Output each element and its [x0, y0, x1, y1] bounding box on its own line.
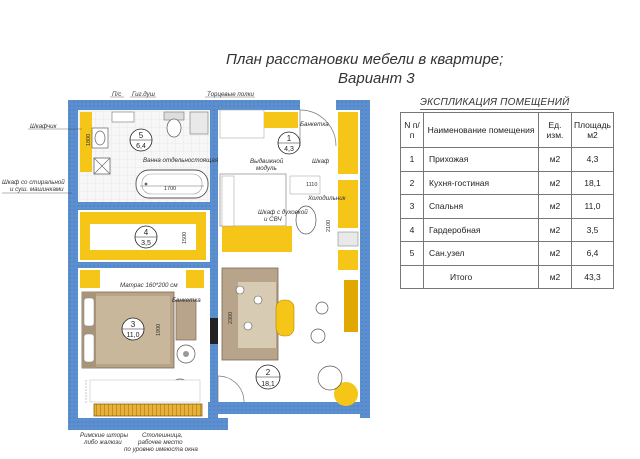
label-kholodilnik: Холодильник	[307, 195, 347, 202]
row-num: 4	[400, 217, 424, 242]
wardrobe-furniture	[80, 212, 206, 260]
bathroom-fixtures	[80, 111, 209, 199]
row-num: 3	[400, 194, 424, 219]
total-unit: м2	[537, 264, 572, 289]
room-1-area: 4,3	[284, 146, 294, 153]
dim-1500: 1500	[182, 232, 188, 244]
label-matras: Матрас 160*200 см	[120, 282, 178, 289]
label-shkaf-stir-1: Шкаф со стиральной	[2, 179, 65, 186]
interior-walls	[78, 110, 218, 410]
col-header-area: Площадь м2	[570, 112, 615, 148]
room-5-area: 6,4	[136, 143, 146, 150]
room-5-number: 5	[139, 131, 144, 140]
room-4-number: 4	[144, 228, 149, 237]
row-area: 18,1	[570, 170, 615, 195]
room-1-number: 1	[287, 134, 292, 143]
table-total-row: Итого м2 43,3	[400, 264, 615, 289]
dim-1900: 1900	[156, 324, 162, 336]
table-row: 3 Спальня м2 11,0	[400, 194, 615, 219]
explication-table: N п/п Наименование помещения Ед. изм. Пл…	[400, 112, 615, 289]
table-row: 4 Гардеробная м2 3,5	[400, 217, 615, 242]
room-marker-5: 5 6,4	[129, 128, 153, 152]
room-marker-4: 4 3,5	[134, 225, 158, 249]
col-header-name: Наименование помещения	[423, 112, 539, 148]
label-shkaf-stir-2: и суш. машинками	[10, 186, 64, 193]
room-marker-1: 1 4,3	[277, 131, 301, 155]
col-header-unit: Ед. изм.	[537, 112, 572, 148]
label-gig-dush: Гиг.душ	[132, 91, 156, 98]
total-name: Итого	[423, 264, 539, 289]
plan-title-line2: Вариант 3	[338, 70, 415, 87]
row-name: Спальня	[423, 194, 539, 219]
label-vydvizhnoi: Выдвижной	[250, 158, 284, 165]
row-area: 6,4	[570, 241, 615, 266]
dim-1700: 1700	[164, 186, 176, 192]
room-2-number: 2	[266, 368, 271, 377]
label-stoleshnitsa-2: рабочее место	[137, 439, 183, 446]
label-banketka-mid: Банкетка	[172, 297, 201, 304]
col-header-num: N п/п	[400, 112, 424, 148]
label-tortsevye-polki: Торцевые полки	[207, 91, 254, 98]
total-area: 43,3	[570, 264, 615, 289]
plan-title-line1: План расстановки мебели в квартире;	[226, 51, 504, 68]
row-num: 2	[400, 170, 424, 195]
label-shkaf-dukh-1: Шкаф с духовкой	[258, 209, 308, 216]
dim-2300: 2300	[228, 312, 234, 324]
table-row: 5 Сан.узел м2 6,4	[400, 241, 615, 266]
dim-1800: 1800	[86, 134, 92, 146]
dim-2100: 2100	[326, 220, 332, 232]
row-area: 11,0	[570, 194, 615, 219]
label-banketka-top: Банкетка	[300, 121, 329, 128]
hallway-furniture	[219, 109, 359, 270]
label-stoleshnitsa-1: Столешница,	[142, 432, 183, 439]
label-shkaf-right: Шкаф	[312, 158, 329, 165]
room-marker-2: 2 18,1	[255, 364, 281, 390]
label-rimskie-2: либо жалюзи	[83, 439, 122, 446]
label-shkaf-dukh-2: и СВЧ	[264, 216, 283, 223]
plan-title: План расстановки мебели в квартире; Вари…	[226, 50, 506, 88]
label-stoleshnitsa-3: по уровню имеюста окна	[124, 446, 198, 453]
table-row: 2 Кухня-гостиная м2 18,1	[400, 170, 615, 195]
room-3-area: 11,0	[126, 332, 139, 339]
label-vanna: Ванна отдельностоящая	[143, 157, 219, 164]
room-3-number: 3	[131, 320, 136, 329]
furniture-labels: П/с Гиг.душ Торцевые полки Шкафчик Банке…	[2, 91, 347, 453]
label-ps: П/с	[112, 91, 122, 98]
dimension-labels: 1800 1700 1110 1500 2100 1900 2300	[86, 134, 332, 336]
total-num	[400, 264, 424, 289]
row-name: Сан.узел	[423, 241, 539, 266]
kitchen-living-furniture	[210, 173, 358, 406]
label-shkafchik: Шкафчик	[30, 123, 58, 130]
label-modul: модуль	[256, 165, 277, 172]
row-area: 3,5	[570, 217, 615, 242]
room-4-area: 3,5	[141, 240, 151, 247]
explication-title: ЭКСПЛИКАЦИЯ ПОМЕЩЕНИЙ	[420, 97, 570, 110]
row-num: 5	[400, 241, 424, 266]
row-area: 4,3	[570, 147, 615, 172]
dim-1110: 1110	[306, 182, 317, 188]
room-marker-3: 3 11,0	[121, 317, 145, 341]
table-header-row: N п/п Наименование помещения Ед. изм. Пл…	[400, 112, 615, 148]
outer-walls	[68, 100, 370, 430]
label-rimskie-1: Римские шторы	[80, 432, 128, 439]
room-2-area: 18,1	[261, 381, 275, 388]
row-name: Гардеробная	[423, 217, 539, 242]
